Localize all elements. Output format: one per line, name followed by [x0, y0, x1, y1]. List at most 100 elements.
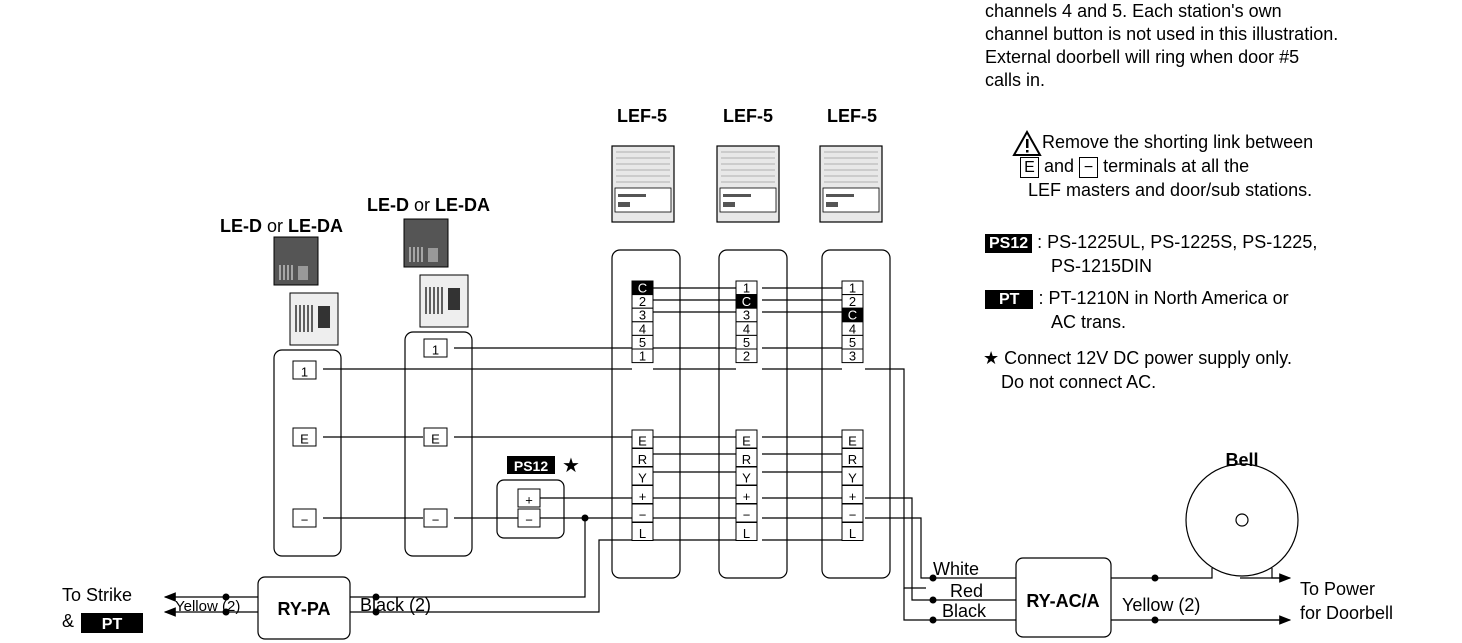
master-1-channel-terminal: 3: [639, 308, 646, 323]
pt-legend-text2: AC trans.: [1051, 312, 1127, 332]
remove-line-3: LEF masters and door/sub stations.: [1028, 180, 1313, 200]
lef-5-label-3: LEF-5: [827, 106, 877, 126]
ps12-minus-terminal: −: [525, 513, 533, 528]
master-3-channel-terminal: 2: [849, 294, 856, 309]
master-1-channel-terminal: 4: [639, 321, 646, 336]
master-3-channel-terminal: 3: [849, 349, 856, 364]
bell-label: Bell: [1225, 450, 1258, 470]
master-3-bottom-terminal: E: [848, 434, 857, 449]
master-1-channel-terminal: 2: [639, 294, 646, 309]
remove-line-1: Remove the shorting link between: [1042, 132, 1314, 152]
lef-5-label-1: LEF-5: [617, 106, 667, 126]
black2-label: Black (2): [360, 595, 431, 615]
door-station-1-image: [273, 236, 339, 346]
master-3-channel-terminal: 1: [849, 281, 856, 296]
master-3-channel-terminal: 5: [849, 335, 856, 350]
door-station-1-terminal: −: [301, 513, 309, 528]
master-1-panel: [611, 249, 681, 579]
master-1-bottom-terminal: E: [638, 434, 647, 449]
door-station-2-image: [403, 218, 469, 328]
master-2-channel-terminal: 4: [743, 321, 750, 336]
note-line-1: channels 4 and 5. Each station's own: [985, 1, 1282, 21]
master-2-bottom-terminal: +: [743, 489, 751, 504]
master-2-bottom-terminal: L: [743, 526, 750, 541]
yellow2-right-label: Yellow (2): [1122, 595, 1200, 615]
ps12-legend: PS12 : PS-1225UL, PS-1225S, PS-1225, PS-…: [985, 230, 1317, 278]
ps12-plus-terminal: +: [525, 493, 533, 508]
note-line-2: channel button is not used in this illus…: [985, 24, 1339, 44]
door-station-1-terminal-box: [292, 360, 317, 380]
master-2-channel-terminal: 1: [743, 281, 750, 296]
master-1-channel-terminal: 1: [639, 349, 646, 364]
door-station-1-terminal: 1: [301, 365, 308, 380]
master-1-channel-terminal: 5: [639, 335, 646, 350]
ry-pa-label: RY-PA: [277, 599, 330, 619]
master-3-bottom-terminal: +: [849, 489, 857, 504]
terminal-e-box: E: [1020, 156, 1039, 178]
master-3-bottom-terminal: Y: [848, 471, 857, 486]
bell-shape: [1185, 463, 1299, 577]
master-2-channel-terminal: 5: [743, 335, 750, 350]
master-2-bottom-terminal: Y: [742, 471, 751, 486]
white-wire-label: White: [933, 559, 979, 579]
remove-line-2: E and − terminals at all the: [1020, 154, 1313, 178]
star-note-line2: Do not connect AC.: [1001, 372, 1157, 392]
master-3-channel-terminal: C: [848, 308, 857, 323]
amp-label: &: [62, 611, 74, 631]
master-1-bottom-terminal: Y: [638, 471, 647, 486]
master-2-channel-terminal: C: [742, 294, 751, 309]
master-2-channel-terminal-box: [735, 348, 758, 364]
ps12-plus-terminal-box: [517, 488, 541, 508]
master-1-channel-terminal-box: [631, 348, 654, 364]
red-wire-label: Red: [950, 581, 983, 601]
pt-legend-badge: PT: [985, 290, 1034, 309]
ry-pa-box: [257, 576, 351, 640]
door-station-1-panel: [273, 349, 342, 557]
star-note: ★ Connect 12V DC power supply only. Do n…: [983, 346, 1292, 394]
yellow2-left-label: Yellow (2): [175, 598, 240, 615]
ps12-legend-text1: : PS-1225UL, PS-1225S, PS-1225,: [1037, 232, 1318, 252]
master-2-bottom-terminal: E: [742, 434, 751, 449]
ps12-badge-bg: [507, 456, 555, 474]
master-1-bottom-terminal: R: [638, 452, 647, 467]
terminal-minus-box: −: [1079, 156, 1099, 178]
terminals-text: terminals at all the: [1103, 156, 1250, 176]
lef-5-unit-1: [611, 145, 675, 223]
ps12-legend-badge: PS12: [985, 234, 1033, 253]
master-1-bottom-terminal: L: [639, 526, 646, 541]
master-2-panel: [718, 249, 788, 579]
master-2-bottom-terminal: −: [743, 508, 751, 523]
master-2-channel-terminal: 2: [743, 349, 750, 364]
pt-badge-bg: [81, 613, 143, 633]
door-station-2-label: LE-D or LE-DA: [367, 195, 490, 215]
door-station-2-terminal-box: [423, 338, 448, 358]
star-note-line1: ★ Connect 12V DC power supply only.: [983, 348, 1292, 368]
master-1-bottom-terminal-box: [631, 522, 654, 541]
lef-5-unit-2: [716, 145, 780, 223]
door-station-1-label: LE-D or LE-DA: [220, 216, 343, 236]
door-station-2-terminal: −: [432, 513, 440, 528]
door-station-1-terminal-box: [292, 427, 317, 447]
door-station-2-terminal-box: [423, 508, 448, 528]
ps12-minus-terminal-box: [517, 508, 541, 528]
warning-icon: [1012, 130, 1042, 156]
master-3-panel: [821, 249, 891, 579]
master-3-bottom-terminal: −: [849, 508, 857, 523]
master-2-bottom-terminal-box: [735, 522, 758, 541]
ry-aca-label: RY-AC/A: [1026, 591, 1099, 611]
pt-legend-text1: : PT-1210N in North America or: [1038, 288, 1289, 308]
ps12-panel: [496, 479, 565, 539]
master-3-channel-terminal: 4: [849, 321, 856, 336]
notes-block: channels 4 and 5. Each station's own cha…: [985, 0, 1455, 92]
lef-5-label-2: LEF-5: [723, 106, 773, 126]
ps12-badge-label: PS12: [514, 458, 548, 474]
master-3-channel-terminal-box: [841, 348, 864, 364]
ps12-legend-text2: PS-1215DIN: [1051, 256, 1153, 276]
door-station-1-terminal-box: [292, 508, 317, 528]
door-station-2-terminal-box: [423, 427, 448, 447]
master-1-bottom-terminal: +: [639, 489, 647, 504]
note-line-4: calls in.: [985, 70, 1046, 90]
door-station-2-terminal: 1: [432, 343, 439, 358]
black-wire-label: Black: [942, 601, 987, 621]
